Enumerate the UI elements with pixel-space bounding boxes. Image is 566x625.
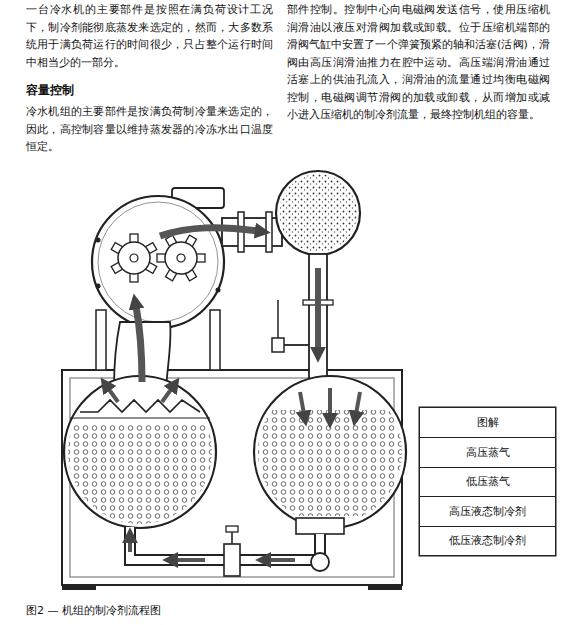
liquid-line	[130, 526, 329, 576]
body-paragraph: 部件控制。控制中心向电磁阀发送信号，使用压缩机润滑油以液压对滑阀加载或卸载。位于…	[287, 1, 550, 124]
legend-row: 低压液态制冷剂	[420, 526, 555, 556]
evaporator	[64, 376, 216, 535]
flow-arrow	[128, 540, 132, 552]
compressor	[111, 234, 157, 282]
legend-row: 低压蒸气	[420, 467, 555, 497]
compressor	[210, 310, 220, 370]
condenser	[254, 376, 406, 528]
condenser	[254, 376, 406, 534]
flow-arrow	[108, 388, 118, 402]
evaporator	[80, 400, 200, 412]
compressor	[92, 196, 224, 328]
oil-separator	[276, 171, 360, 255]
compressor	[96, 238, 101, 243]
flow-arrow	[268, 558, 295, 562]
legend-frame	[420, 408, 556, 556]
flow-arrow	[175, 558, 205, 562]
legend-text: 低压蒸气	[466, 474, 510, 489]
flow-arrow	[108, 228, 360, 560]
condenser	[296, 518, 344, 534]
flow-arrow	[315, 268, 321, 350]
compressor	[96, 284, 101, 289]
down-pipe	[272, 338, 284, 352]
oil-separator	[276, 171, 360, 255]
section-heading: 容量控制	[26, 82, 273, 100]
down-pipe	[284, 344, 309, 346]
base-frame	[62, 585, 96, 590]
liquid-line	[224, 544, 240, 576]
compressor	[98, 202, 218, 322]
legend-text: 高压蒸气	[466, 445, 510, 460]
flow-arrow	[356, 392, 360, 414]
liquid-line	[311, 553, 329, 571]
condenser	[254, 410, 406, 516]
compressor	[216, 288, 221, 293]
down-pipe	[277, 300, 279, 338]
compressor	[96, 310, 106, 370]
body-paragraph: 一台冷水机的主要部件是按照在满负荷设计工况下，制冷剂能彻底蒸发来选定的，然而，大…	[26, 1, 273, 71]
figure-caption: 图2 — 机组的制冷剂流程图	[26, 603, 161, 618]
legend-heading: 图解	[420, 408, 555, 437]
down-pipe	[309, 254, 327, 380]
base-frame	[368, 585, 402, 590]
flow-arrow	[300, 392, 304, 414]
flow-arrow	[328, 388, 332, 416]
flow-arrow	[160, 228, 258, 236]
body-paragraph: 冷水机组的主要部件是按满负荷制冷量来选定的，因此，高控制容量以维持蒸发器的冷冻水…	[26, 103, 273, 156]
down-pipe	[272, 254, 333, 380]
evaporator	[70, 417, 210, 418]
legend-row: 高压蒸气	[420, 437, 555, 467]
liquid-line	[231, 532, 233, 544]
legend-text: 高压液态制冷剂	[449, 504, 526, 519]
legend-row: 高压液态制冷剂	[420, 496, 555, 526]
discharge-duct	[266, 212, 272, 252]
compressor	[149, 226, 212, 290]
legend-frame	[420, 408, 556, 556]
flow-arrow	[162, 388, 172, 402]
legend-text: 低压液态制冷剂	[449, 533, 526, 548]
evaporator	[64, 425, 216, 535]
legend-heading-text: 图解	[477, 415, 499, 430]
flow-arrow	[136, 306, 142, 382]
oil-separator	[276, 171, 360, 255]
liquid-line	[226, 526, 238, 532]
